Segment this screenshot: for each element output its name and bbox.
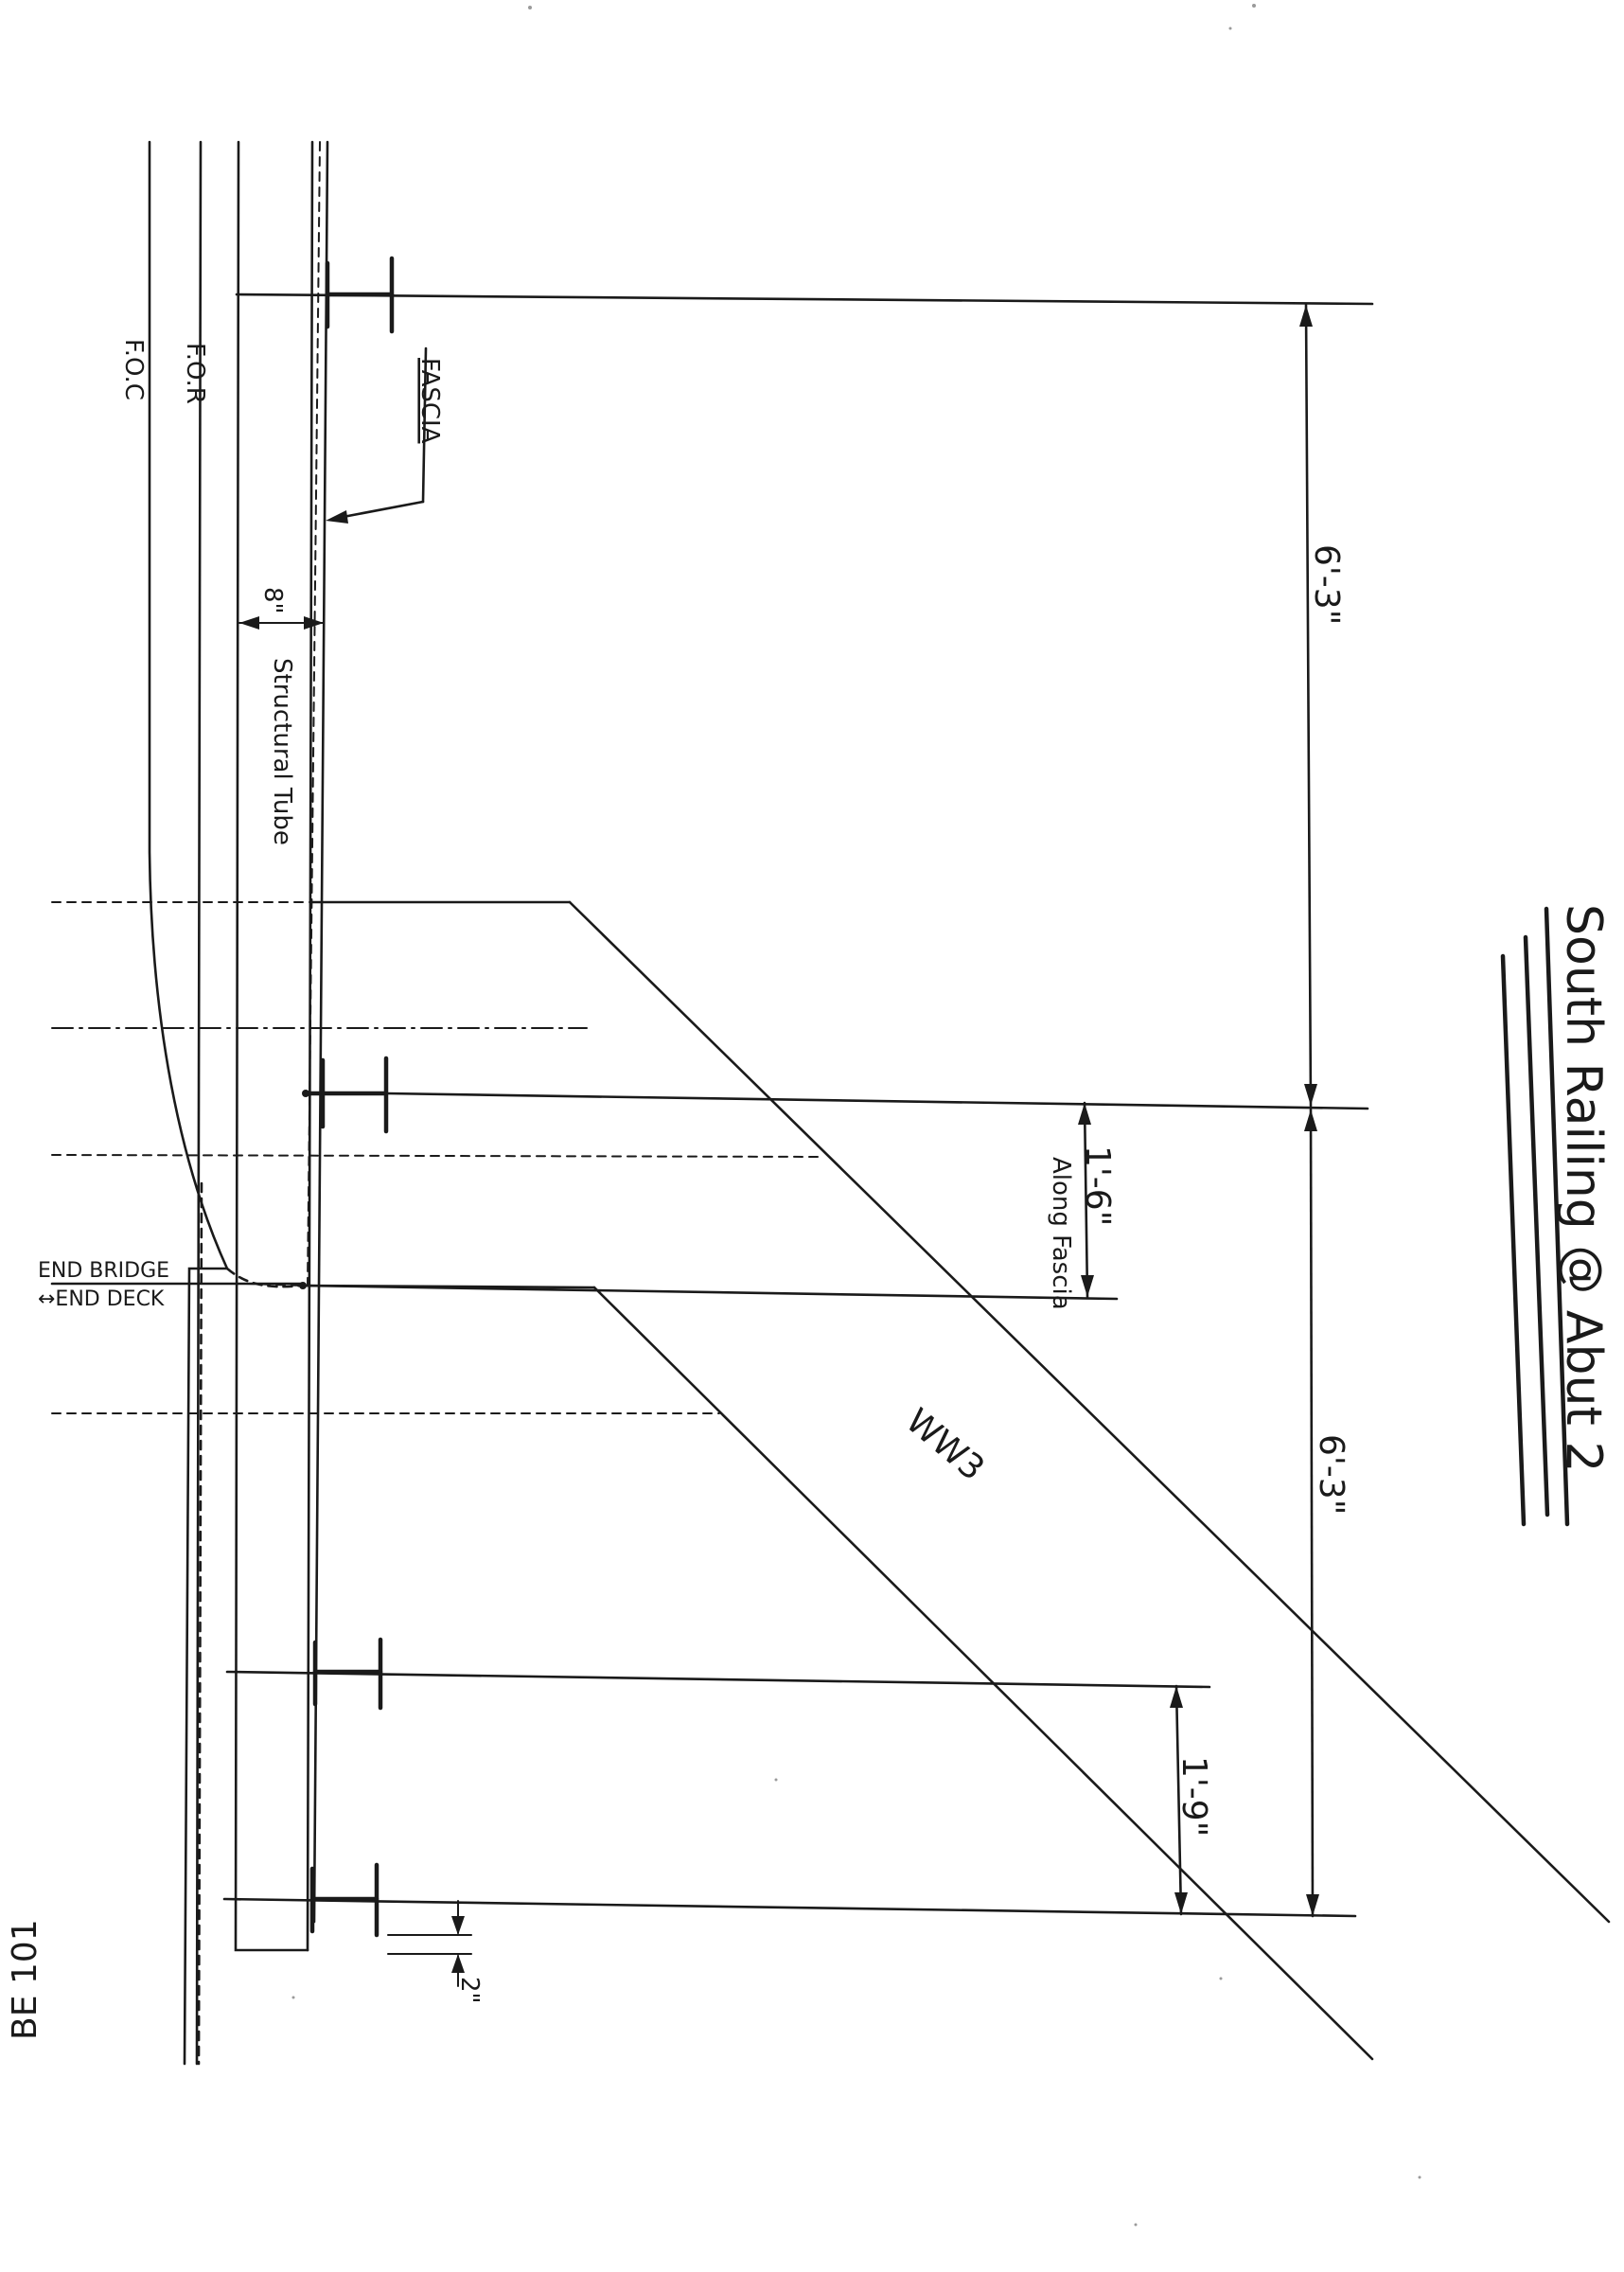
- for-label: F.O.R: [181, 343, 209, 404]
- structural-tube-label: Structural Tube: [268, 658, 296, 845]
- end-post-spacing-dim: 1'-9": [1174, 1756, 1213, 1837]
- end-bridge-point: [299, 1282, 1119, 1301]
- longitudinal-lines: [148, 140, 329, 2066]
- sheet-ref: BE 101: [6, 1919, 44, 2040]
- foc-label: F.O.C: [119, 339, 148, 400]
- along-fascia-label: Along Fascia: [1047, 1157, 1075, 1310]
- post-spacing-lower-dim: 6'-3": [1312, 1434, 1350, 1515]
- end-deck-label: ↔END DECK: [38, 1287, 165, 1311]
- fascia-leader: [326, 346, 428, 524]
- post-4: [222, 1862, 1357, 1938]
- for-line: [195, 140, 203, 2066]
- wingwall-ww3: [301, 900, 1611, 2061]
- fascia-label: FASCIA: [415, 358, 444, 444]
- fascia-offset-dim: 8": [258, 587, 287, 614]
- end-bridge-label: END BRIDGE: [38, 1259, 169, 1283]
- foc-line: [148, 140, 230, 2066]
- fascia-line-inner: [312, 140, 329, 1924]
- structural-tube-centerline: [307, 141, 321, 1287]
- ww3-label: WW3: [898, 1401, 991, 1488]
- reference-lines: [50, 901, 824, 1414]
- labels: South Railing @ Abut 2 F.O.C F.O.R FASCI…: [6, 339, 1612, 2040]
- post-1: [235, 256, 1374, 334]
- post-3: [225, 1637, 1211, 1711]
- post-2: [302, 1056, 1369, 1134]
- posts: [222, 256, 1374, 1938]
- fascia-line-outer: [306, 140, 314, 1952]
- structural-tube-outline: [234, 140, 309, 1952]
- end-offset-dim: 2": [455, 1977, 484, 2004]
- title-underlines: [1500, 906, 1570, 1527]
- page-title: South Railing @ Abut 2: [1555, 904, 1612, 1472]
- for-dashed-line: [197, 1181, 203, 2066]
- post-spacing-upper-dim: 6'-3": [1307, 544, 1346, 625]
- scan-noise: [291, 4, 1421, 2227]
- dimensions: [238, 303, 1319, 1987]
- along-fascia-length-dim: 1'-6": [1078, 1145, 1117, 1226]
